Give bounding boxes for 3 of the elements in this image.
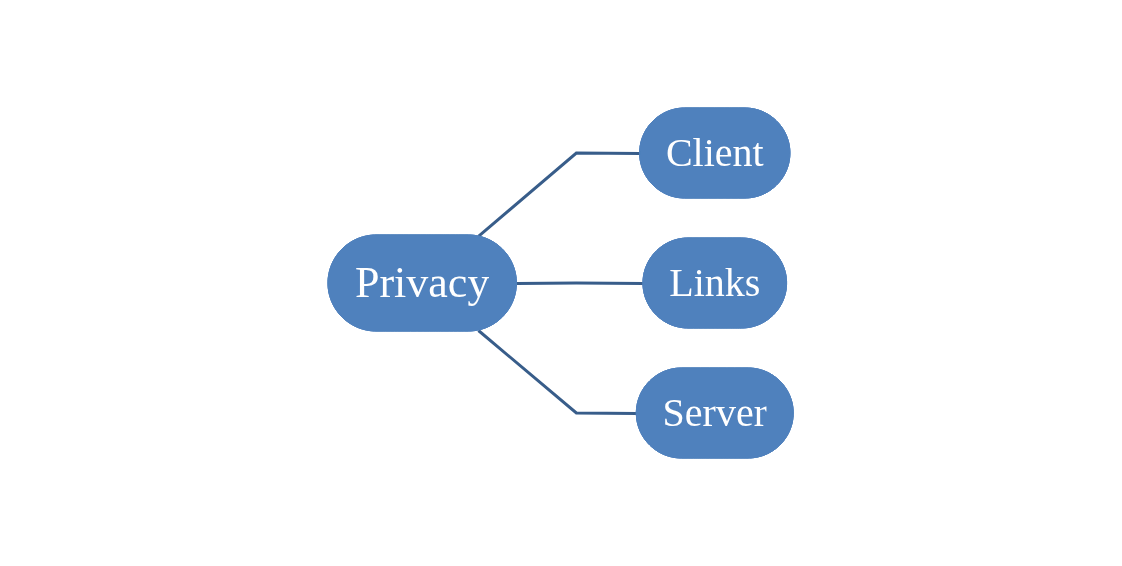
- connector: [517, 281, 644, 285]
- connector: [477, 151, 641, 238]
- connector: [477, 329, 638, 415]
